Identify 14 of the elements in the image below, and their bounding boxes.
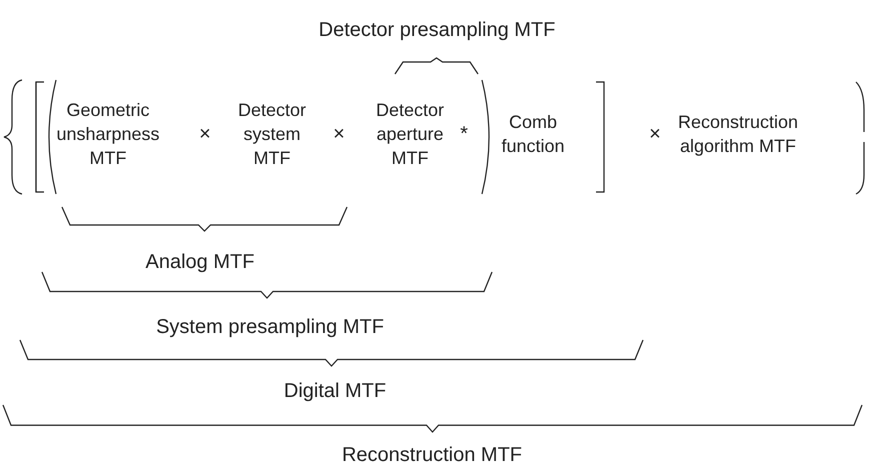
formula-term: Geometric unsharpness MTF bbox=[56, 99, 160, 170]
brace-label: Digital MTF bbox=[284, 379, 386, 403]
brace-label: Detector presampling MTF bbox=[318, 18, 556, 42]
formula-term: Comb function bbox=[501, 111, 565, 158]
operator-symbol: × bbox=[333, 122, 345, 146]
brace-label: Analog MTF bbox=[146, 250, 254, 274]
operator-symbol: * bbox=[460, 122, 468, 146]
operator-symbol: × bbox=[199, 122, 211, 146]
formula-term: Detector system MTF bbox=[238, 99, 306, 170]
brace-label: Reconstruction MTF bbox=[342, 443, 522, 467]
formula-term: Detector aperture MTF bbox=[376, 99, 444, 170]
formula-term: Reconstruction algorithm MTF bbox=[678, 111, 798, 158]
operator-symbol: × bbox=[649, 122, 661, 146]
brace-label: System presampling MTF bbox=[156, 315, 384, 339]
